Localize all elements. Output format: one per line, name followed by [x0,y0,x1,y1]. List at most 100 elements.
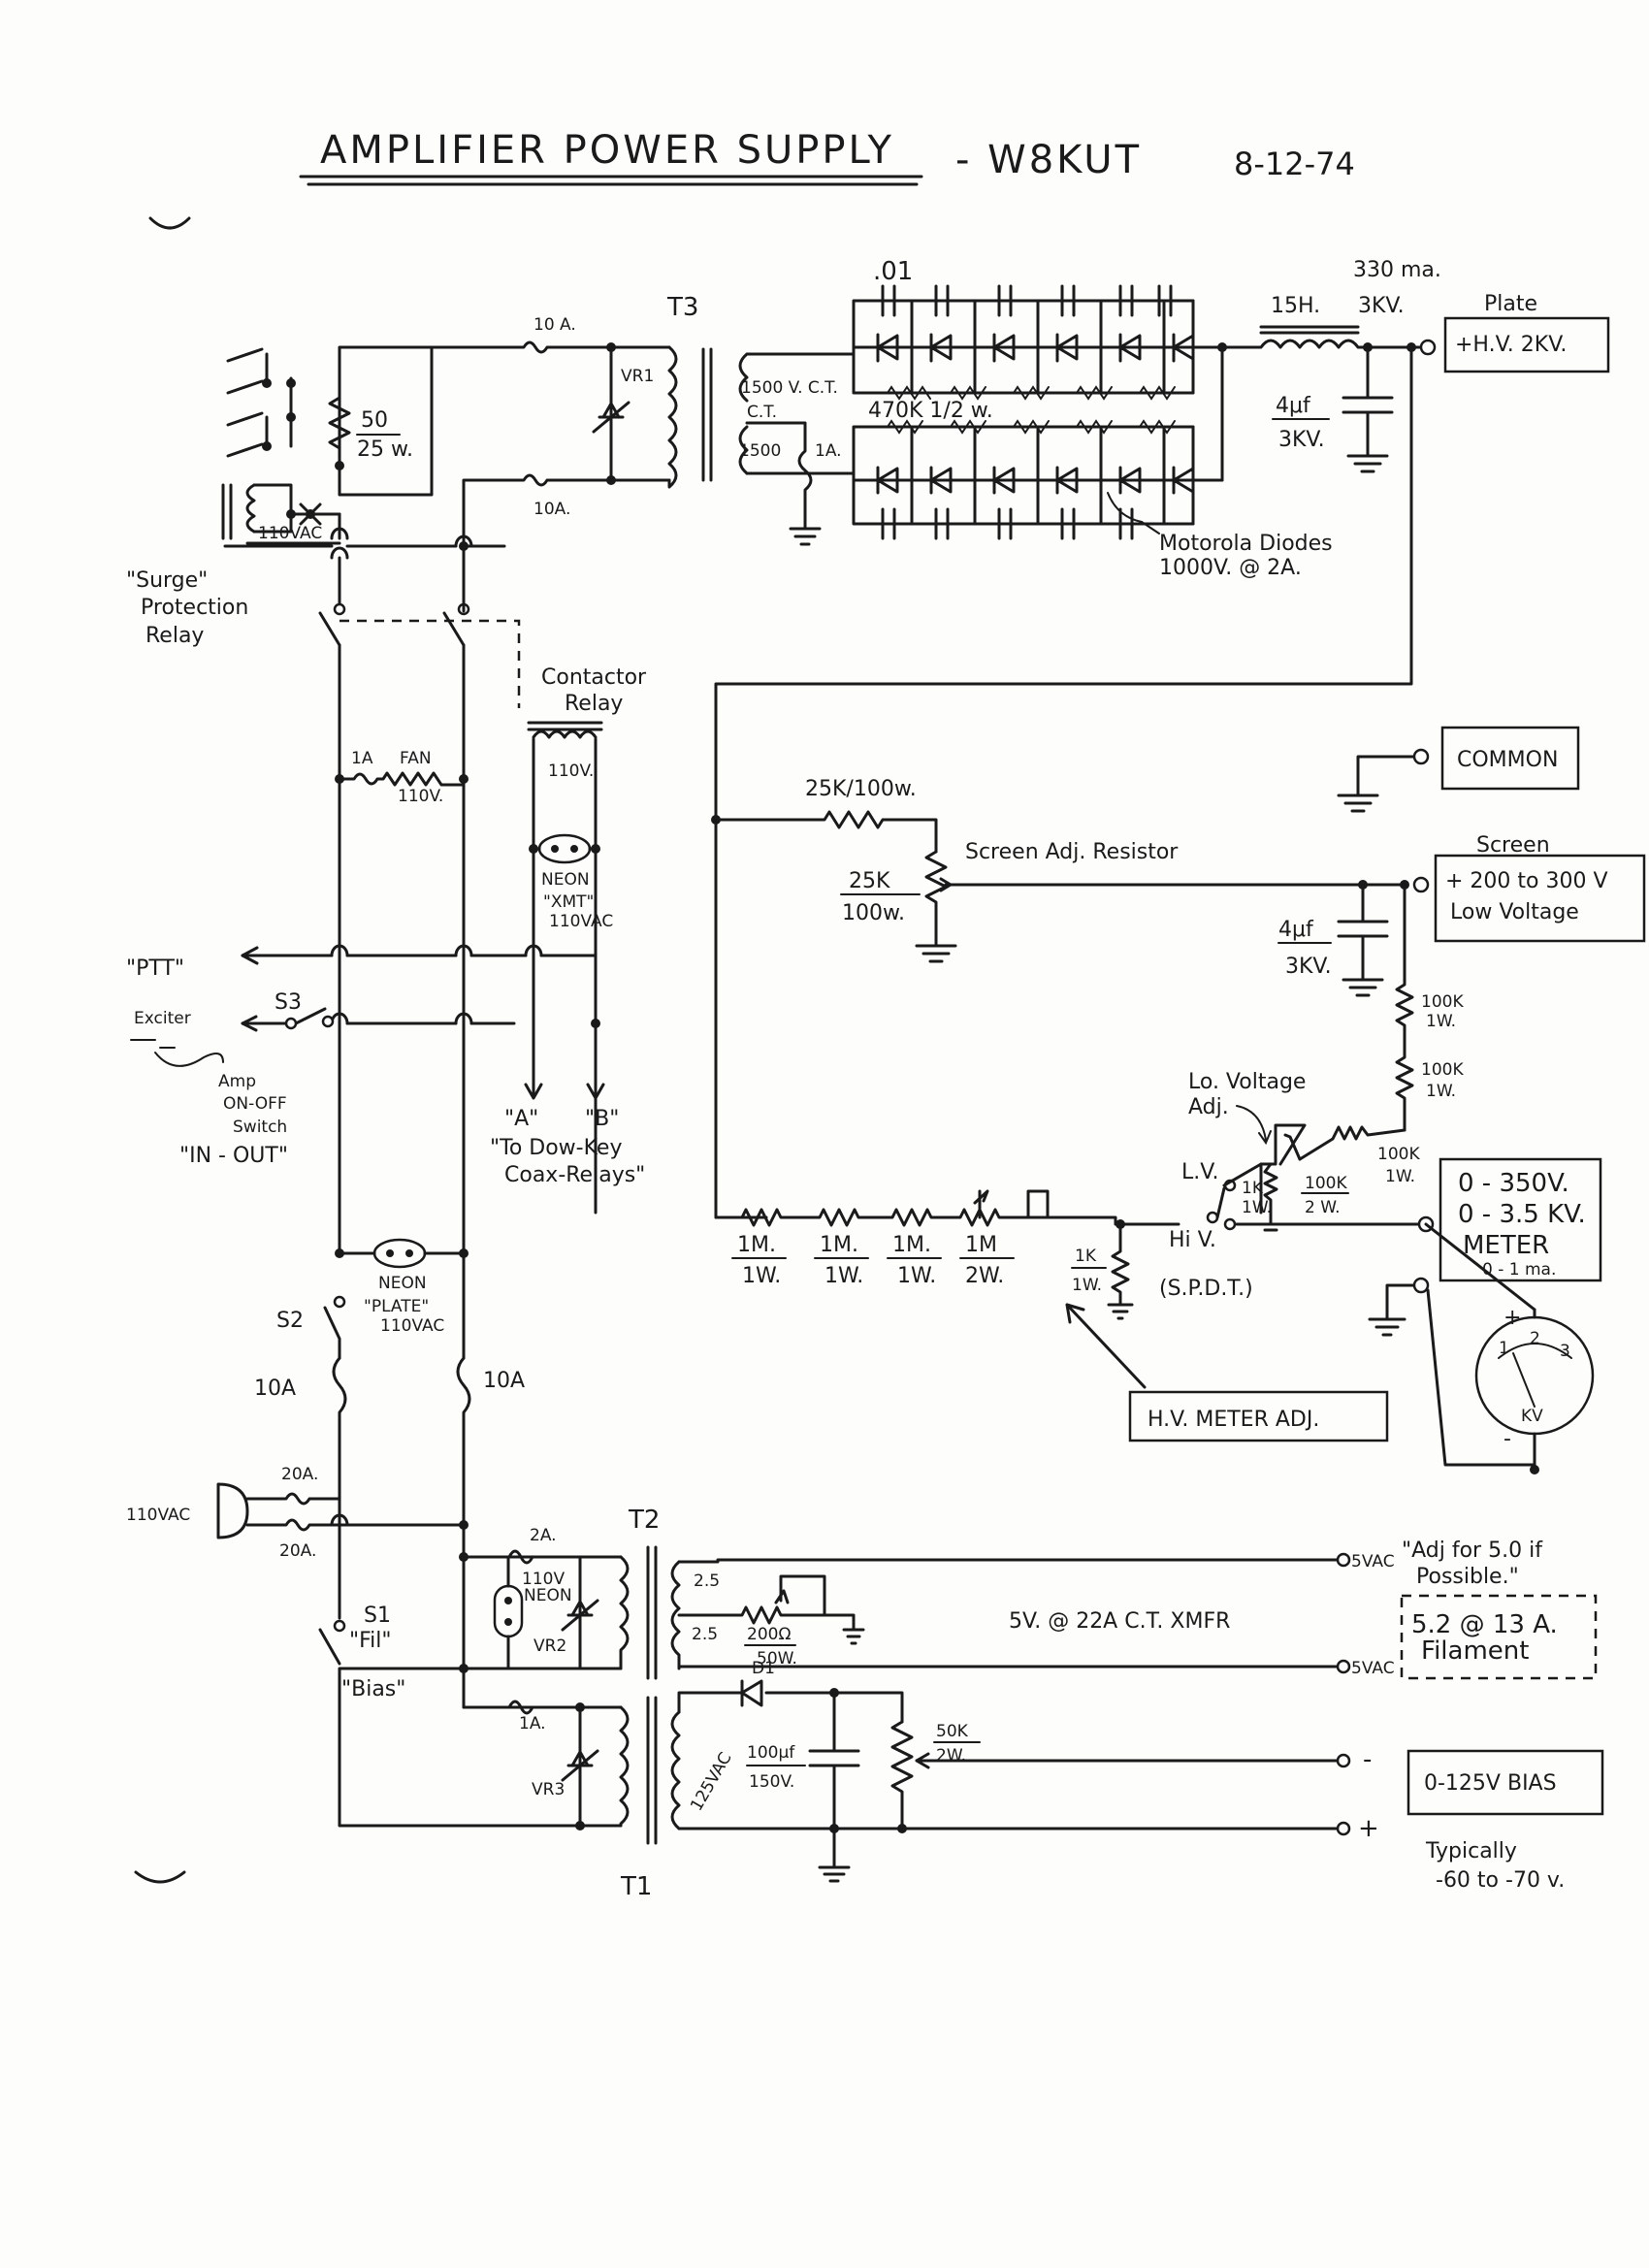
surge-relay-coil [221,483,341,545]
meter-needle [1498,1343,1572,1408]
bias-pot-2: 2W. [936,1746,966,1766]
r5-watt: 1W. [1242,1198,1272,1217]
bias-box [1406,1749,1604,1816]
coax-a: "A" [504,1107,538,1131]
contactor-core [527,721,603,731]
neon-plate-lamp [335,1238,469,1269]
coax-note-1: "To Dow-Key [490,1136,623,1160]
ptt-arrow [241,946,259,965]
t2-fuse [507,1549,534,1565]
contactor-coil-v: 110V. [548,761,594,781]
mains-label: 110VAC [126,1506,190,1525]
s1-bias-wiring [338,1667,623,1828]
r3-watt: 2 W. [1305,1198,1340,1217]
fil-out-1: 5VAC [1351,1552,1395,1571]
bias-cap [808,1691,860,1831]
s2-switch [323,1251,466,1360]
fil-note-2: Possible." [1416,1565,1519,1589]
fuse-10a-top [462,340,671,354]
screen-pot-label: 25K [849,869,890,893]
bias-box-label: 0-125V BIAS [1424,1771,1557,1796]
s2-label: S2 [276,1309,304,1333]
fil-note-1: "Adj for 5.0 if [1402,1539,1543,1563]
common-terminal[interactable] [1412,748,1430,765]
bias-minus: - [1363,1745,1372,1774]
ct-ground [789,527,822,546]
t1-secondary-wiring [677,1691,1341,1831]
fil-box-1: 5.2 @ 13 A. [1411,1610,1558,1639]
hv-filter-cap [1342,345,1394,473]
fil-terminal-2[interactable] [1336,1659,1351,1674]
diodes-label-1: Motorola Diodes [1159,532,1333,556]
fil-terminal-1[interactable] [1336,1552,1351,1568]
t2-neon-v: 110V [522,1570,565,1589]
hv-choke [1220,339,1423,349]
t1-fuse [462,1700,623,1715]
hv-res-label: 470K 1/2 w. [868,399,993,423]
neon-plate-label: NEON [378,1274,427,1293]
meter-ground-terminal[interactable] [1412,1277,1430,1294]
coax-relay-wires [532,1021,598,1098]
plate-terminal[interactable] [1419,339,1437,356]
shunt-label: 1K [1075,1247,1097,1266]
contactor-label-2: Relay [565,692,623,716]
choke-current: 330 ma. [1353,258,1441,282]
hv-meter-chain [714,1189,1180,1227]
surge-label-3: Relay [146,624,204,648]
fan-fuse-label: 1A [351,749,373,768]
resistor-50-ohm [328,396,351,450]
bias-pot [890,1720,914,1831]
contactor-coil [532,729,598,739]
t2-tap-1: 2.5 [694,1571,720,1591]
s2-contact [333,1295,346,1309]
contactor-link-dashed [340,619,521,708]
amp-switch-1: Amp [218,1072,256,1091]
surge-label-1: "Surge" [126,568,208,593]
t3-label: T3 [666,293,698,322]
fil-out-2: 5VAC [1351,1659,1395,1678]
fuse-10a-bottom [462,473,671,613]
node-mains [459,1520,469,1530]
node-vr3-top [575,1702,585,1712]
screen-output-box [1434,854,1646,943]
contactor-coil-leads [532,737,598,1215]
surge-relay-contacts [226,347,296,458]
s3-contact-b [321,1015,335,1028]
fuse-10a-left: 10A [254,1377,296,1401]
meter-line-3: METER [1463,1231,1549,1260]
r1-label: 100K [1421,992,1464,1012]
bus-left-hops [330,527,349,560]
chain-pot-arrow [973,1189,989,1205]
fan-label: FAN [400,749,432,768]
meter-scale-1: 1 [1499,1339,1509,1358]
lo-adj-arrow [1236,1105,1272,1146]
bias-plus-terminal[interactable] [1336,1821,1351,1836]
bias-note-1: Typically [1425,1839,1517,1863]
t2-tap-2: 2.5 [692,1625,718,1644]
node-fan-l [335,774,344,784]
t3-ct: C.T. [747,403,777,422]
bias-pot-1: 50K [936,1722,969,1741]
hv-choke-core [1259,325,1360,335]
lv-label: L.V. [1181,1160,1218,1184]
t2-xfmr-label: 5V. @ 22A C.T. XMFR [1009,1609,1230,1634]
t1-primary-feed [462,1531,623,1709]
bias-note-2: -60 to -70 v. [1436,1868,1565,1893]
bias-minus-terminal[interactable] [1336,1753,1351,1768]
screen-filter-cap [1337,883,1389,997]
screen-pot-name: Screen Adj. Resistor [965,840,1179,864]
diodes-label-2: 1000V. @ 2A. [1159,556,1302,580]
r2-label: 100K [1421,1060,1464,1080]
hv-label: Hi V. [1169,1228,1216,1252]
spdt-hv[interactable] [1223,1217,1237,1231]
lo-adj-2: Adj. [1188,1095,1229,1119]
screen-terminal[interactable] [1412,876,1430,893]
common-ground [1337,755,1416,813]
t2-pot-wiper [774,1574,826,1617]
t2-secondary [677,1558,1341,1669]
fuse-20a-bottom: 20A. [279,1541,316,1561]
t2-primary-bus [462,1555,623,1670]
s1-contact [333,1619,346,1633]
t1-transformer [619,1696,681,1845]
